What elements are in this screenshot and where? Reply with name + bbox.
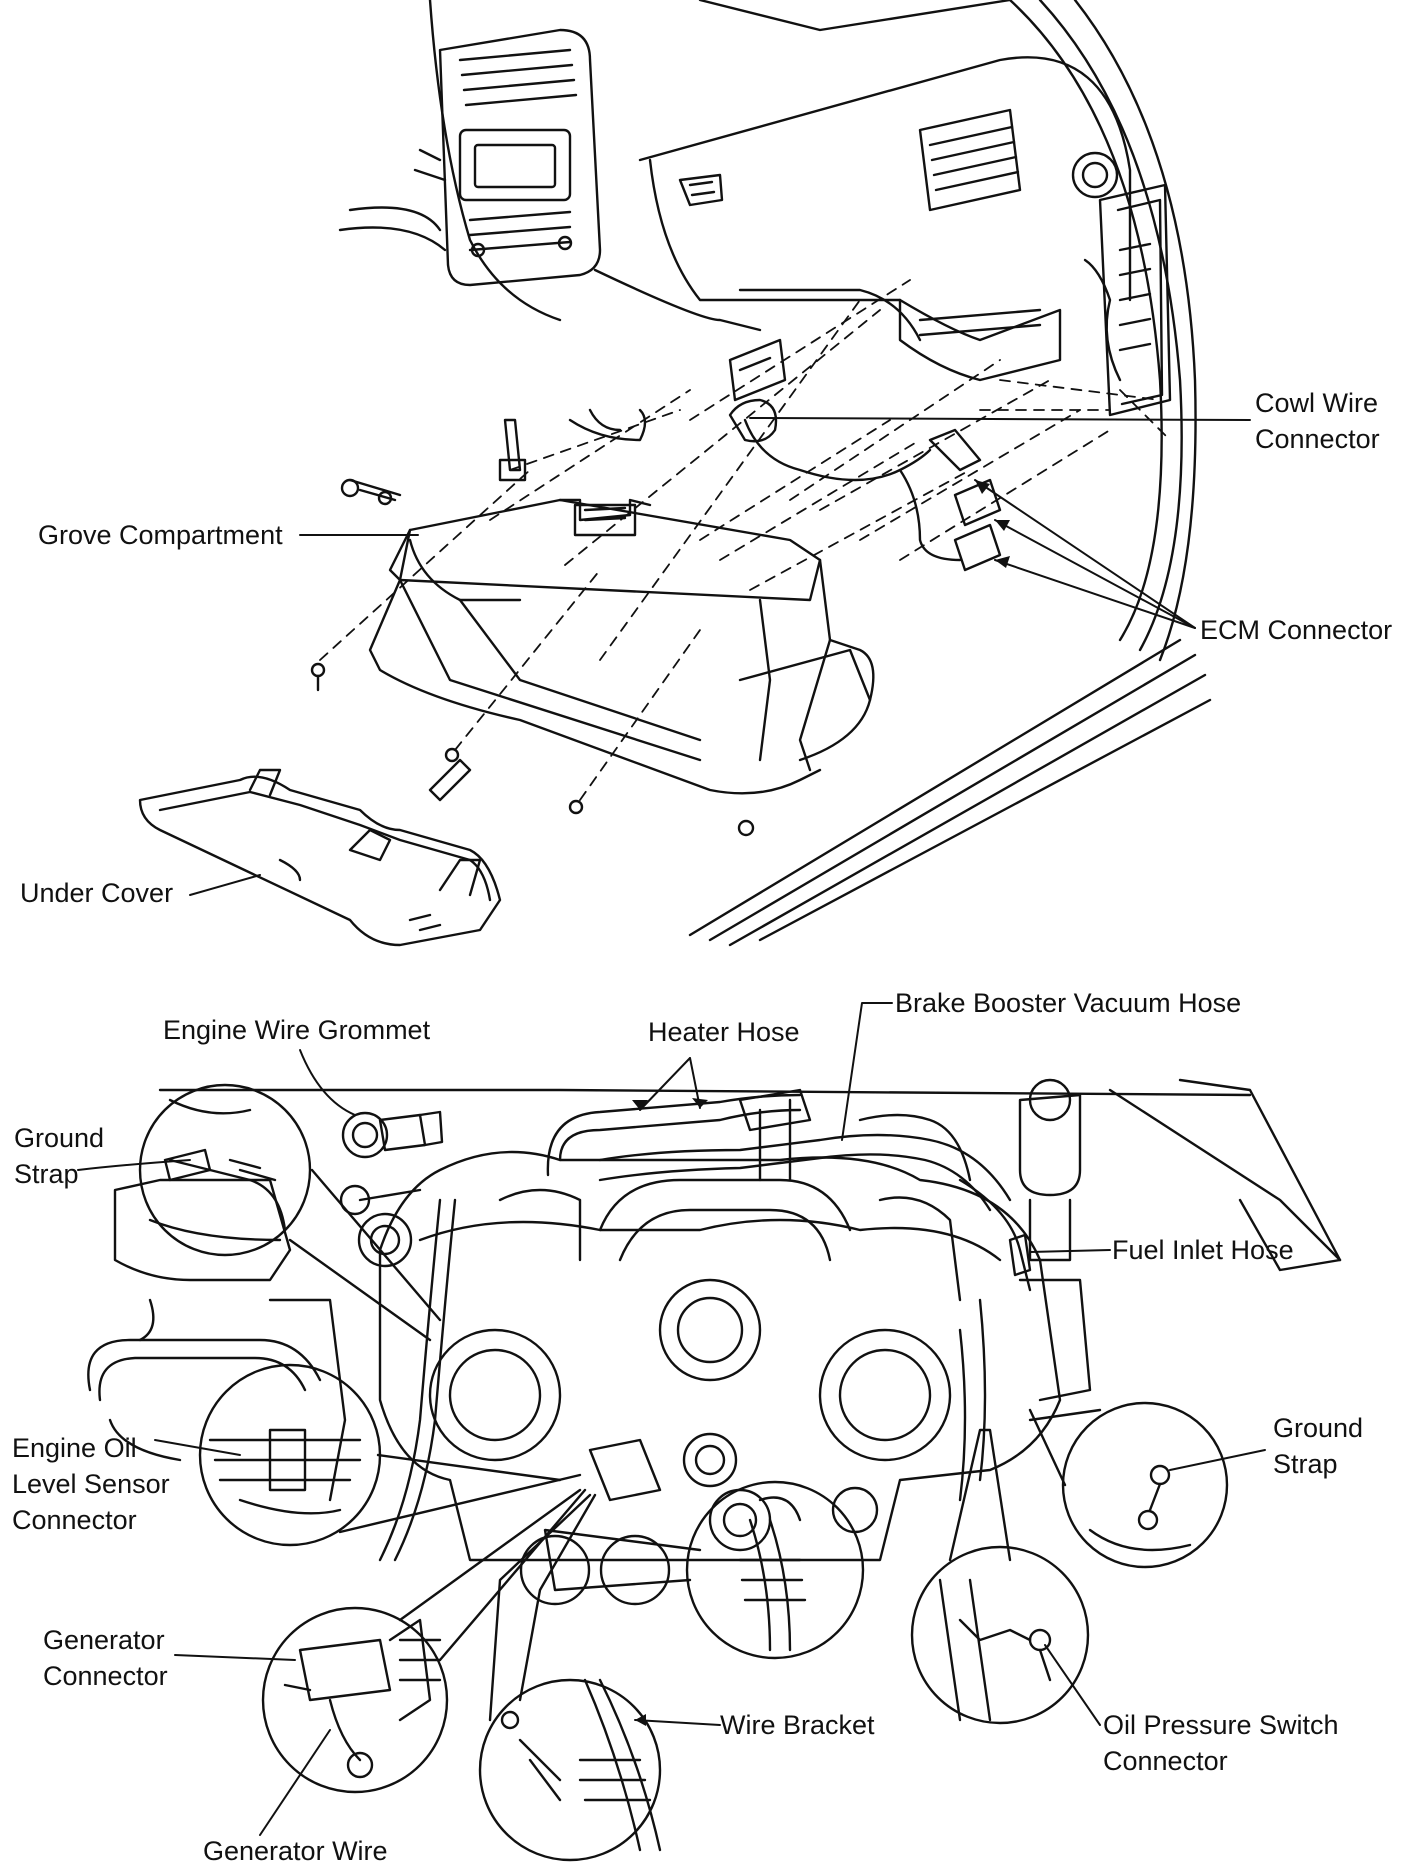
label-ground-strap-right-line-1: Ground [1273,1413,1364,1443]
label-ground-strap-right: Ground Strap [1273,1410,1363,1482]
label-ground-strap-left: Ground Strap [14,1120,104,1192]
engine-illustration [87,1078,1342,1606]
label-generator-connector: Generator Connector [43,1622,168,1694]
label-engine-oil-line-3: Connector [12,1505,137,1535]
label-oil-pressure-line-1: Oil Pressure Switch [1103,1710,1339,1740]
label-brake-booster-vacuum-hose: Brake Booster Vacuum Hose [895,988,1242,1018]
label-engine-oil-level-sensor-connector: Engine Oil Level Sensor Connector [12,1430,170,1538]
label-generator-connector-line-2: Connector [43,1661,168,1691]
label-heater-hose: Heater Hose [648,1017,800,1047]
label-grove-compartment: Grove Compartment [38,520,283,550]
label-ground-strap-left-line-2: Strap [14,1159,79,1189]
label-cowl-wire-connector-line-2: Connector [1255,424,1380,454]
label-under-cover: Under Cover [20,878,174,908]
label-ground-strap-left-line-1: Ground [14,1123,105,1153]
label-generator-connector-line-1: Generator [43,1625,165,1655]
leader-lines [77,417,1266,1836]
label-ground-strap-right-line-2: Strap [1273,1449,1338,1479]
label-engine-oil-line-2: Level Sensor [12,1469,170,1499]
label-engine-wire-grommet: Engine Wire Grommet [163,1015,431,1045]
label-wire-bracket: Wire Bracket [720,1710,875,1740]
label-generator-wire: Generator Wire [203,1836,388,1866]
label-ecm-connector: ECM Connector [1200,615,1393,645]
label-cowl-wire-connector-line-1: Cowl Wire [1255,388,1379,418]
label-cowl-wire-connector: Cowl Wire Connector [1255,385,1380,457]
arrow-heads [632,480,1010,1726]
label-oil-pressure-switch-connector: Oil Pressure Switch Connector [1103,1707,1339,1779]
label-oil-pressure-line-2: Connector [1103,1746,1228,1776]
dashboard-illustration [138,0,1212,947]
label-engine-oil-line-1: Engine Oil [12,1433,137,1463]
label-fuel-inlet-hose: Fuel Inlet Hose [1112,1235,1294,1265]
detail-callouts [138,1083,1229,1862]
